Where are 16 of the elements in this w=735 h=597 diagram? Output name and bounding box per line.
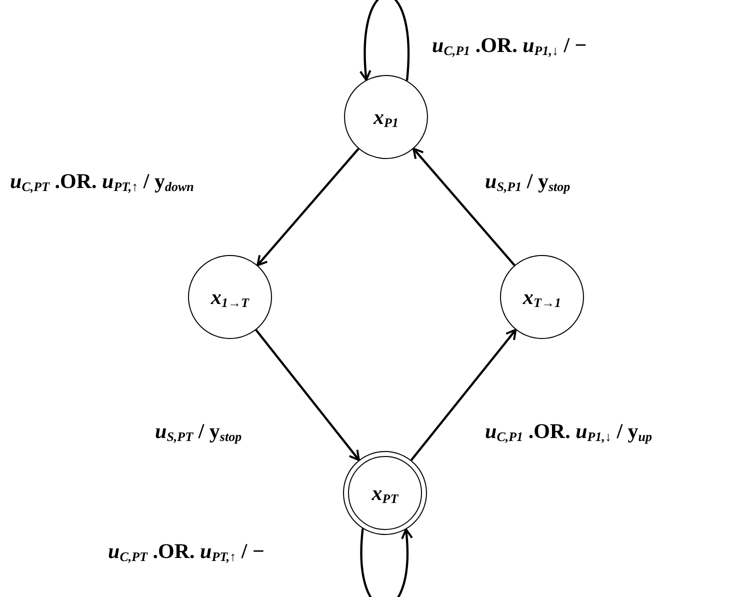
state-label: x$_{1→T}$ (211, 286, 249, 308)
edge-label: u$_{S,PT}$ / y$_{stop}$ (155, 421, 242, 442)
state-label: x$_{T→1}$ (523, 286, 561, 308)
transition-arrow (255, 329, 360, 462)
transition-arrow (410, 328, 517, 461)
edge-label: u$_{C,P1}$ .OR. u$_{P1,↓}$ / − (432, 35, 587, 56)
state-label: x$_{PT}$ (372, 482, 398, 504)
edge-label: u$_{S,P1}$ / y$_{stop}$ (485, 171, 570, 192)
transition-arrow (256, 148, 360, 266)
self-loop-arrow (360, 528, 413, 597)
self-loop-arrow (360, 0, 410, 81)
edge-label: u$_{C,PT}$ .OR. u$_{PT,↑}$ / − (108, 541, 264, 562)
edge-label: u$_{C,PT}$ .OR. u$_{PT,↑}$ / y$_{down}$ (10, 171, 194, 192)
transition-arrow (412, 148, 516, 266)
edge-label: u$_{C,P1}$ .OR. u$_{P1,↓}$ / y$_{up}$ (485, 421, 652, 442)
state-label: x$_{P1}$ (374, 106, 398, 128)
